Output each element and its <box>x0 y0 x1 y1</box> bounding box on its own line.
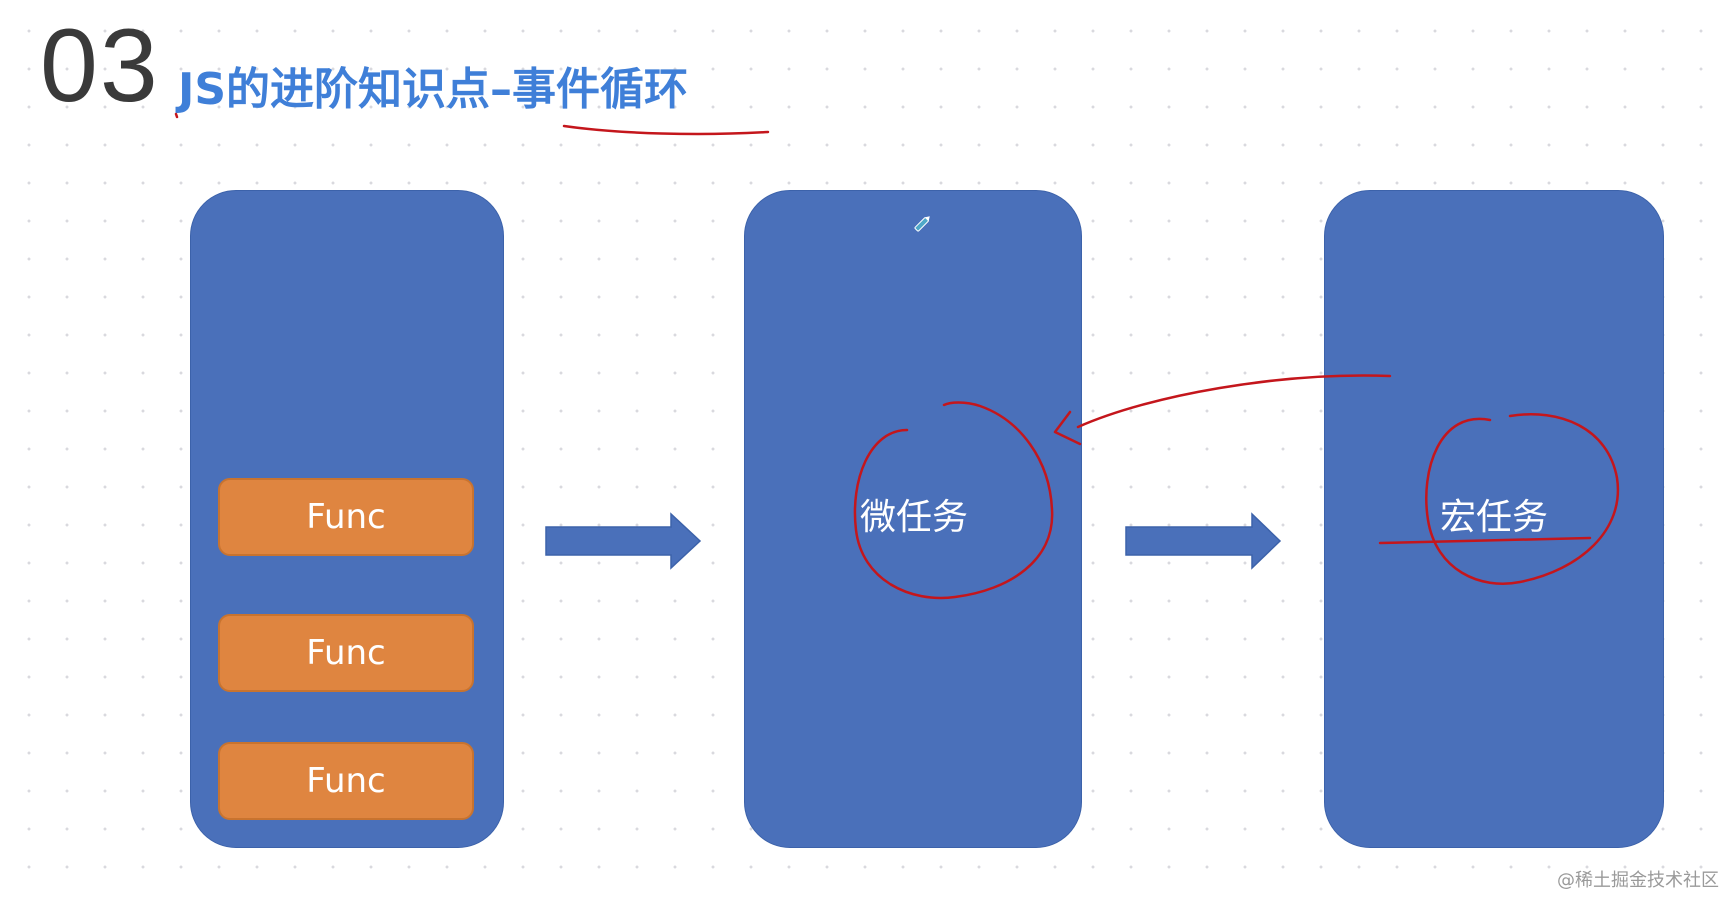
microtask-label: 微任务 <box>860 497 969 538</box>
func-block-3: Func <box>218 742 474 820</box>
slide-title: JS的进阶知识点–事件循环 <box>178 64 689 115</box>
arrow-micro-to-macro <box>1125 512 1282 570</box>
func-block-1: Func <box>218 478 474 556</box>
macrotask-label: 宏任务 <box>1440 497 1549 538</box>
title-dot-annotation <box>174 112 179 119</box>
func-block-2: Func <box>218 614 474 692</box>
watermark: @稀土掘金技术社区 <box>1557 870 1719 891</box>
arrow-stack-to-micro <box>545 512 702 570</box>
title-underline-annotation <box>562 124 770 136</box>
slide-number: 03 <box>40 8 160 124</box>
